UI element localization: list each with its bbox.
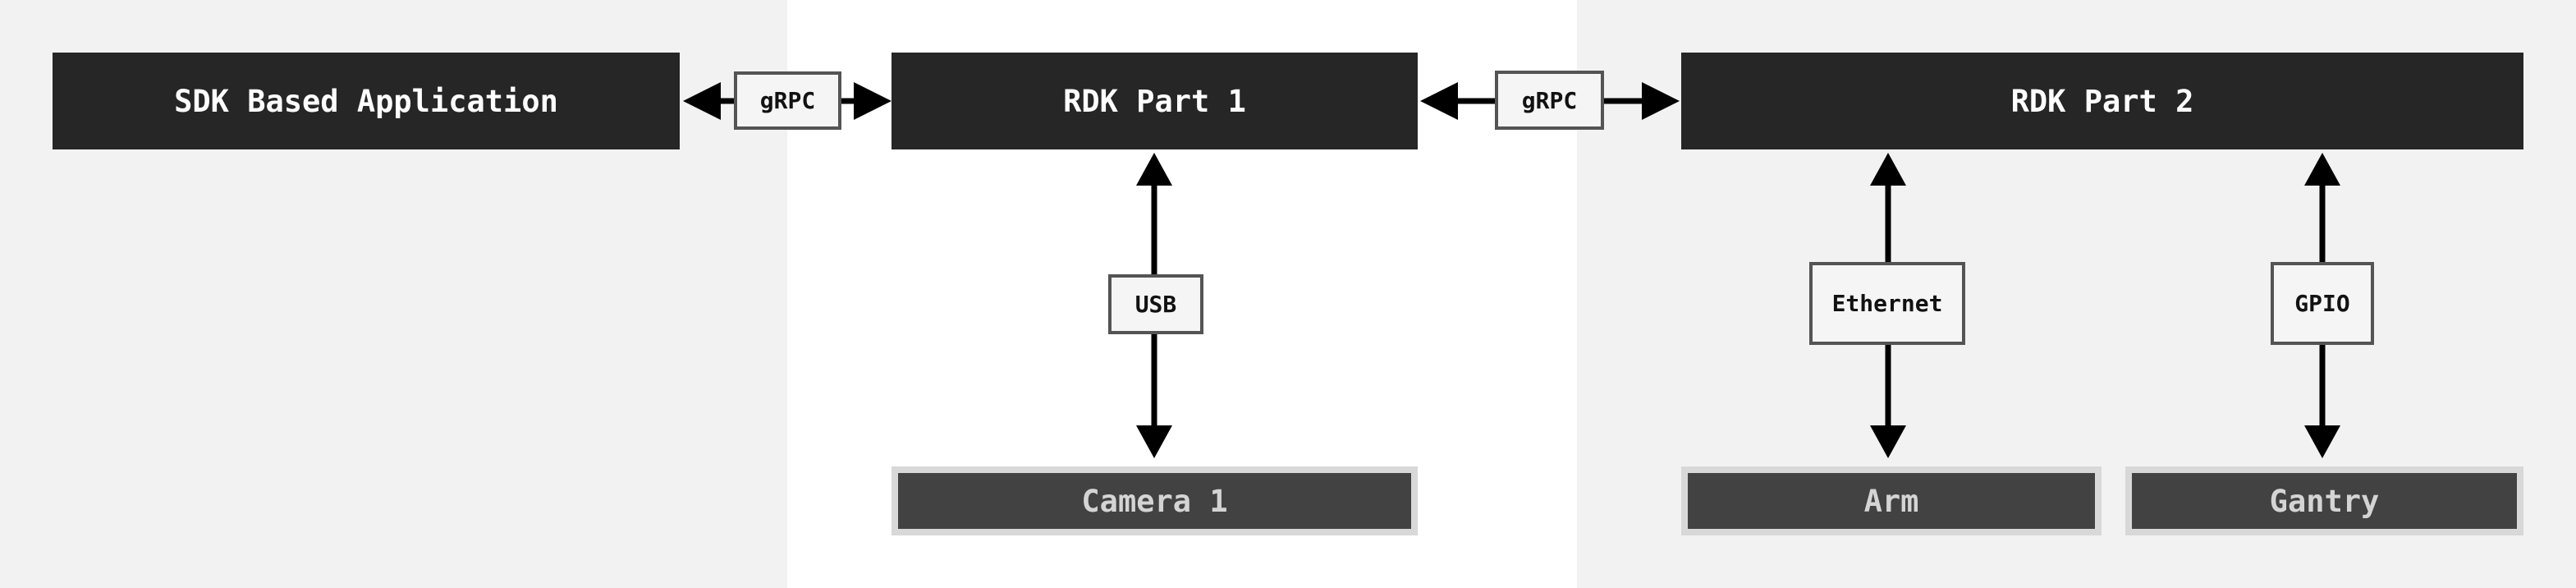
node-arm-label: Arm [1863, 483, 1919, 519]
node-gantry-label: Gantry [2269, 483, 2380, 519]
edge-label-usb: USB [1108, 274, 1203, 334]
node-rdk-part-2: RDK Part 2 [1681, 53, 2523, 149]
edge-label-usb-text: USB [1134, 291, 1177, 318]
node-rdk-part-1-label: RDK Part 1 [1063, 83, 1246, 119]
edge-label-gpio: GPIO [2271, 262, 2374, 345]
node-arm: Arm [1681, 466, 2102, 535]
node-camera-1: Camera 1 [892, 466, 1418, 535]
edge-label-grpc-left: gRPC [734, 71, 841, 130]
edge-label-grpc-right-text: gRPC [1521, 86, 1578, 114]
node-gantry-inner: Gantry [2132, 473, 2517, 529]
edge-label-grpc-right: gRPC [1495, 71, 1604, 130]
edge-label-ethernet: Ethernet [1809, 262, 1965, 345]
node-camera-1-label: Camera 1 [1081, 483, 1228, 519]
node-gantry: Gantry [2125, 466, 2523, 535]
edge-label-gpio-text: GPIO [2294, 290, 2350, 317]
node-camera-1-inner: Camera 1 [898, 473, 1411, 529]
arrow-rdk1-grpc-rdk2 [1420, 82, 1680, 120]
node-arm-inner: Arm [1688, 473, 2095, 529]
arrow-sdk-grpc-rdk1 [683, 82, 892, 120]
edge-label-grpc-left-text: gRPC [759, 87, 816, 114]
node-sdk-based-application-label: SDK Based Application [174, 83, 558, 119]
node-sdk-based-application: SDK Based Application [53, 53, 680, 149]
edge-label-ethernet-text: Ethernet [1831, 290, 1943, 317]
node-rdk-part-2-label: RDK Part 2 [2010, 83, 2194, 119]
node-rdk-part-1: RDK Part 1 [892, 53, 1418, 149]
